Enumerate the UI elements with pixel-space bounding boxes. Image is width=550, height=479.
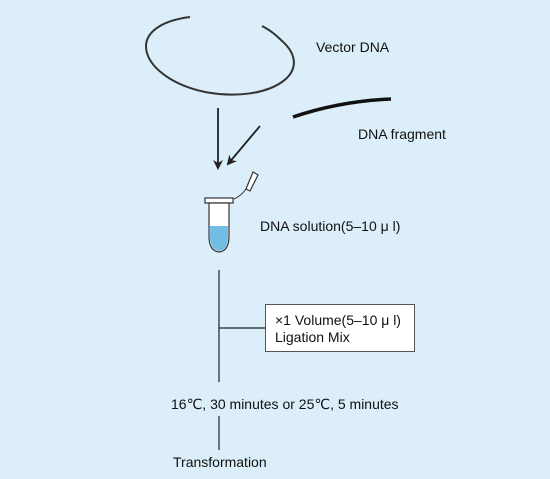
vector-dna-label: Vector DNA xyxy=(316,39,390,55)
tube-icon xyxy=(204,197,234,253)
dna-fragment-label: DNA fragment xyxy=(358,126,446,142)
mix-volume-label: ×1 Volume(5–10 μ l) xyxy=(275,312,401,328)
dna-fragment-shape xyxy=(292,97,392,119)
incubation-label: 16℃, 30 minutes or 25℃, 5 minutes xyxy=(171,396,399,412)
vector-dna-shape xyxy=(145,16,295,96)
mix-name-label: Ligation Mix xyxy=(275,329,350,345)
dna-solution-label: DNA solution(5–10 μ l) xyxy=(260,218,401,234)
pipette-tip-icon xyxy=(233,171,259,200)
fragment-arrow xyxy=(226,125,261,166)
transformation-label: Transformation xyxy=(173,454,267,470)
ligation-mix-box: ×1 Volume(5–10 μ l) Ligation Mix xyxy=(265,304,415,352)
